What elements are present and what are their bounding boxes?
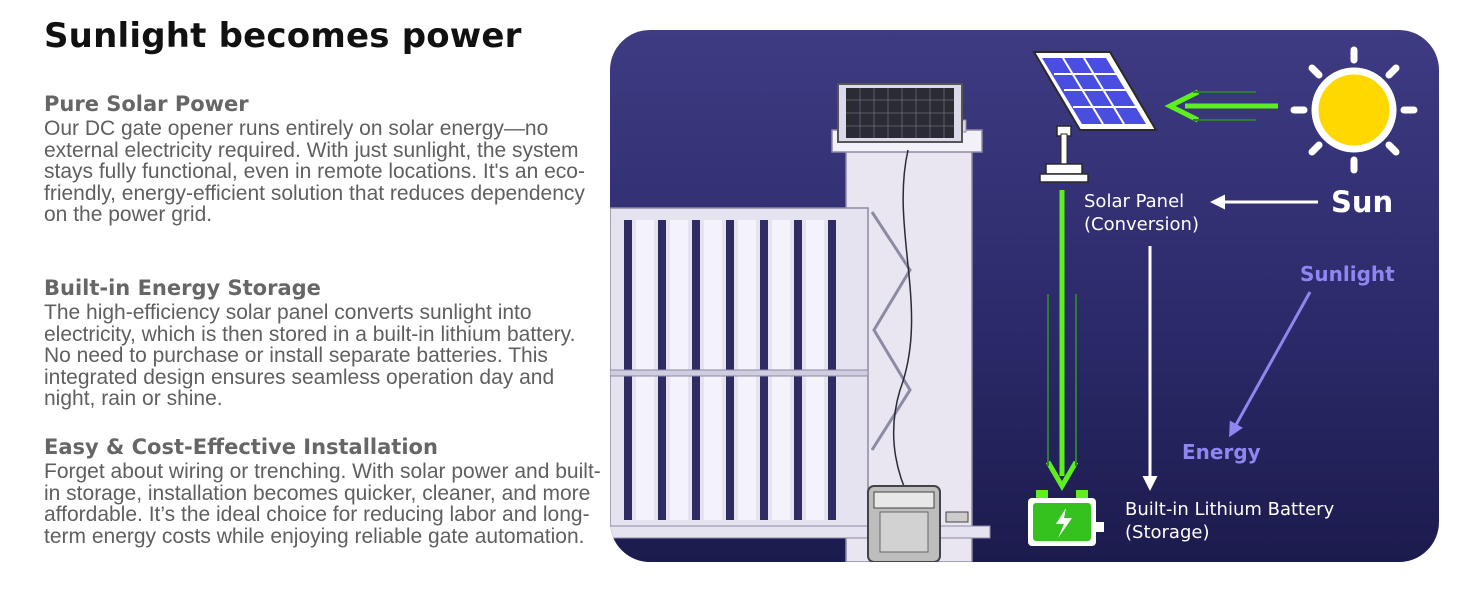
diagram-graphic [610,46,1418,562]
battery-label: Built-in Lithium Battery (Storage) [1125,498,1334,544]
section-body: Our DC gate opener runs entirely on sola… [44,117,585,226]
energy-label: Energy [1182,440,1261,464]
battery-label-line2: (Storage) [1125,522,1210,543]
solar-diagram-panel: Solar Panel (Conversion) Sun Sunlight En… [610,30,1439,562]
gate-illustration [610,83,991,562]
sunlight-arrow-icon [1164,89,1278,123]
section-heading: Built-in Energy Storage [44,276,321,300]
solar-panel-icon [1032,51,1158,183]
section-pure-solar-power: Pure Solar Power Our DC gate opener runs… [44,92,604,226]
section-energy-storage: Built-in Energy Storage The high-efficie… [44,276,604,410]
page-title: Sunlight becomes power [44,16,522,56]
solar-panel-label: Solar Panel (Conversion) [1084,190,1199,236]
solar-panel-icon [837,83,963,143]
sunlight-to-energy-arrow-icon [1229,291,1312,438]
energy-flow-arrow-icon [1045,190,1079,491]
gate-opener-motor-icon [867,485,969,562]
battery-icon [1028,490,1104,546]
section-installation: Easy & Cost-Effective Installation Forge… [44,435,604,547]
sun-icon [1290,46,1418,174]
solar-panel-label-line2: (Conversion) [1084,214,1199,235]
battery-label-line1: Built-in Lithium Battery [1125,499,1335,520]
sun-label: Sun [1331,185,1394,219]
section-heading: Easy & Cost-Effective Installation [44,435,438,459]
solar-panel-label-line1: Solar Panel [1084,191,1185,212]
section-body: The high-efficiency solar panel converts… [44,301,576,410]
sunlight-label: Sunlight [1300,262,1395,286]
section-body: Forget about wiring or trenching. With s… [44,460,601,548]
section-heading: Pure Solar Power [44,92,249,116]
